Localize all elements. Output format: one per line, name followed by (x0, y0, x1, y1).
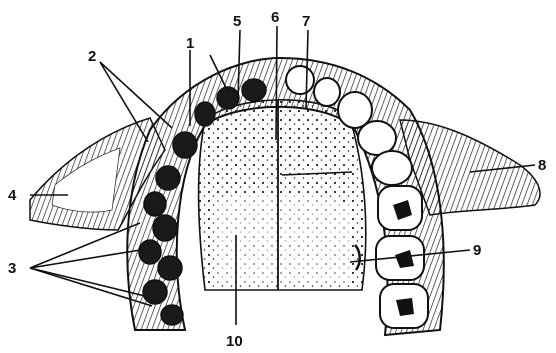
socket-left-6 (144, 192, 166, 216)
label-4: 4 (8, 187, 17, 204)
socket-left-8 (139, 240, 161, 264)
tooth-right-5 (372, 151, 412, 185)
socket-left-10 (143, 280, 167, 304)
label-7: 7 (302, 13, 310, 30)
label-1: 1 (186, 35, 194, 52)
socket-left-5 (156, 166, 180, 190)
socket-left-9 (158, 256, 182, 280)
label-8: 8 (538, 157, 546, 174)
socket-left-3 (195, 102, 215, 126)
tooth-right-4 (358, 121, 396, 155)
label-10: 10 (226, 333, 243, 350)
socket-left-1 (242, 79, 266, 101)
label-6: 6 (271, 9, 279, 26)
label-2: 2 (88, 48, 96, 65)
label-9: 9 (473, 242, 481, 259)
label-3: 3 (8, 260, 16, 277)
label-5: 5 (233, 13, 241, 30)
socket-left-4 (173, 132, 197, 158)
tooth-right-2 (314, 78, 340, 106)
socket-left-11 (161, 305, 183, 325)
tooth-right-1 (286, 66, 314, 94)
socket-left-7 (153, 215, 177, 241)
